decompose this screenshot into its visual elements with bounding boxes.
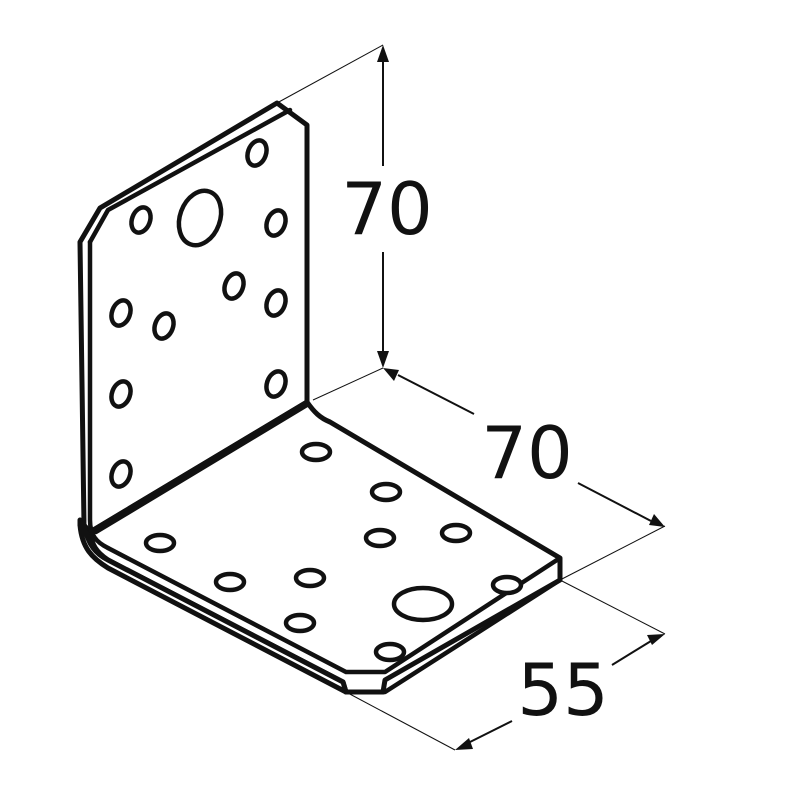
arrowhead-icon	[377, 45, 389, 62]
extension-line-bottom	[345, 691, 456, 751]
flange-front-edge	[343, 577, 563, 695]
hole	[245, 138, 269, 168]
flange-thickness-edge	[77, 522, 349, 695]
hole	[109, 379, 133, 409]
large-hole	[176, 188, 224, 248]
vertical-flange-left-edge	[87, 239, 111, 551]
dimension-label-length: 70	[481, 411, 573, 495]
hole	[213, 571, 247, 593]
hole	[293, 567, 327, 589]
hole	[490, 574, 524, 596]
bend-inner-edge	[93, 402, 310, 535]
flange-top-edge	[105, 545, 563, 675]
dimension-line-length-lower	[577, 482, 652, 522]
hole	[222, 271, 246, 301]
hole	[264, 369, 288, 399]
hole	[109, 459, 133, 489]
hole	[283, 612, 317, 634]
dimension-line-width-upper	[611, 640, 652, 666]
hole	[264, 208, 288, 238]
hole	[264, 288, 288, 318]
arrowhead-icon	[647, 634, 665, 645]
large-hole	[391, 585, 455, 623]
hole	[439, 522, 473, 544]
dimension-label-height: 70	[341, 167, 433, 251]
hole	[152, 311, 176, 341]
hole	[369, 481, 403, 503]
hole	[129, 205, 153, 235]
arrowhead-icon	[383, 368, 399, 381]
hole	[373, 641, 407, 663]
arrowhead-icon	[377, 351, 389, 368]
dimension-line-width-lower	[467, 720, 513, 744]
arrowhead-icon	[649, 514, 665, 527]
extension-line-inner-corner	[312, 367, 384, 401]
hole	[363, 527, 397, 549]
extension-line-right-front	[559, 579, 666, 635]
extension-line-top	[276, 44, 384, 104]
extension-line-right-back	[559, 525, 666, 581]
hole	[109, 298, 133, 328]
vertical-flange-top-edge	[87, 107, 293, 245]
dimension-label-width: 55	[517, 648, 609, 732]
hole	[143, 532, 177, 554]
hole	[299, 441, 333, 463]
arrowhead-icon	[455, 738, 473, 750]
dimension-line-length-upper	[397, 374, 475, 415]
